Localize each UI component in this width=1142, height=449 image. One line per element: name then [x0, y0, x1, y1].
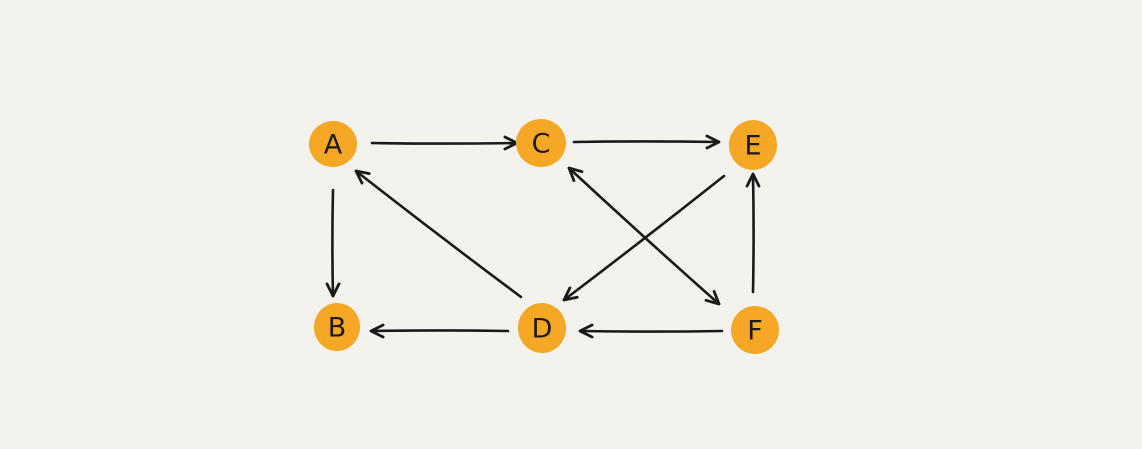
edge-D-A [354, 169, 523, 299]
node-circle [728, 120, 778, 170]
edge-F-D [578, 323, 724, 339]
node-label: C [532, 129, 551, 160]
arrowhead-into-E [705, 134, 721, 150]
edge-D-B [369, 323, 510, 339]
node-C: C [516, 118, 566, 168]
arrowhead-into-D [562, 286, 579, 302]
edge-F-E [745, 172, 761, 294]
arrowhead-into-E [745, 172, 761, 188]
node-circle [516, 118, 566, 168]
arrowhead-into-D [578, 323, 594, 339]
edge-line [567, 166, 721, 306]
node-circle [517, 303, 567, 353]
edge-A-B [325, 188, 341, 298]
node-A: A [309, 120, 357, 168]
edge-C-F-bidirectional [567, 166, 721, 306]
edge-line [751, 172, 755, 294]
edge-A-C [370, 135, 519, 151]
node-label: F [747, 316, 763, 347]
arrowhead-into-A [354, 169, 371, 185]
node-B: B [313, 303, 361, 351]
node-circle [313, 303, 361, 351]
node-circle [731, 306, 779, 354]
node-label: A [324, 130, 343, 161]
edge-line [578, 329, 724, 333]
edge-line [369, 329, 510, 333]
arrowhead-into-C [567, 166, 584, 182]
arrowhead-into-B [369, 323, 385, 339]
node-F: F [731, 306, 779, 354]
edge-C-E [572, 134, 721, 150]
node-E: E [728, 120, 778, 170]
node-D: D [517, 303, 567, 353]
node-label: B [328, 313, 347, 344]
node-label: D [532, 314, 553, 345]
arrowhead-into-F [704, 290, 721, 306]
edge-line [572, 140, 721, 144]
arrowhead-into-B [325, 282, 341, 298]
edge-line [370, 141, 519, 145]
node-label: E [744, 131, 761, 162]
edge-line [354, 169, 523, 299]
edge-line [331, 188, 335, 298]
node-circle [309, 120, 357, 168]
